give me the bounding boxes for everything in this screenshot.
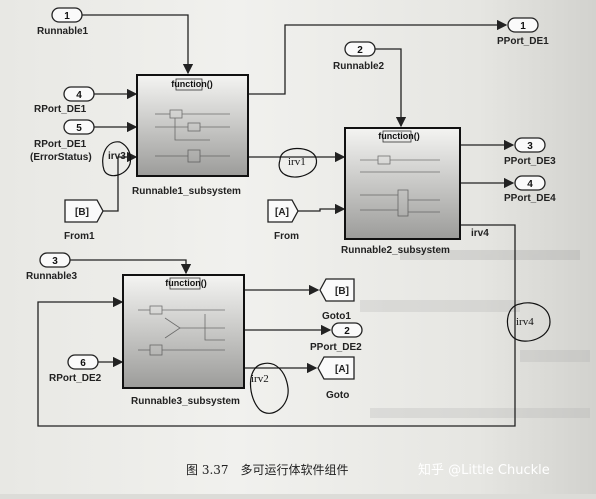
port-label: RPort_DE1 xyxy=(34,104,87,115)
port-label: Runnable3 xyxy=(26,271,78,282)
watermark: 知乎 @Little Chuckle xyxy=(418,462,550,478)
port-pport-de1: 1 PPort_DE1 xyxy=(497,17,549,47)
port-number: 2 xyxy=(344,326,350,337)
port-runnable3: 3 Runnable3 xyxy=(26,252,78,282)
tag-label: [A] xyxy=(335,364,349,375)
port-pport-de3: 3 PPort_DE3 xyxy=(504,137,556,167)
port-number: 4 xyxy=(527,179,533,190)
port-number: 4 xyxy=(76,90,82,101)
subsystem-label: Runnable1_subsystem xyxy=(132,186,241,197)
figure-caption: 图 3.37 多可运行体软件组件 xyxy=(186,463,349,477)
bleed-through-text xyxy=(360,250,590,418)
port-number: 3 xyxy=(527,141,533,152)
runnable2-subsystem: function() Runnable2_subsystem xyxy=(341,127,461,256)
port-label: RPort_DE1 xyxy=(34,139,87,150)
irv1-annotation: irv1 xyxy=(278,147,318,178)
signal-label: irv1 xyxy=(288,156,306,168)
tag-label: [B] xyxy=(75,207,89,218)
goto-block: [A] Goto xyxy=(317,356,355,401)
port-label-sub: (ErrorStatus) xyxy=(30,152,92,163)
block-label: From xyxy=(274,231,299,242)
port-label: Runnable1 xyxy=(37,26,89,37)
subsystem-inner-icon xyxy=(138,305,225,356)
subsystem-label: Runnable3_subsystem xyxy=(131,396,240,407)
port-runnable1: 1 Runnable1 xyxy=(37,7,89,37)
block-label: Goto1 xyxy=(322,311,351,322)
port-number: 1 xyxy=(520,21,526,32)
port-rport-de1-errorstatus: 5 RPort_DE1 (ErrorStatus) xyxy=(30,119,95,163)
port-label: PPort_DE3 xyxy=(504,156,556,167)
irv2-annotation: irv2 xyxy=(249,362,289,414)
block-label: Goto xyxy=(326,390,349,401)
irv4-hand-annotation: irv4 xyxy=(506,302,551,342)
tag-label: [B] xyxy=(335,286,349,297)
subsystem-inner-icon xyxy=(155,109,230,163)
port-rport-de2: 6 RPort_DE2 xyxy=(49,354,102,384)
irv4-label: irv4 xyxy=(471,228,489,239)
signal-label: irv3 xyxy=(108,151,126,162)
signal-label: irv4 xyxy=(516,316,534,328)
signal-label: irv2 xyxy=(251,373,269,385)
port-number: 2 xyxy=(357,45,363,56)
runnable3-subsystem: function() Runnable3_subsystem xyxy=(122,274,245,407)
signal-label: irv4 xyxy=(471,228,489,239)
port-label: PPort_DE4 xyxy=(504,193,556,204)
subsystem-label: Runnable2_subsystem xyxy=(341,245,450,256)
tag-label: [A] xyxy=(275,207,289,218)
port-label: RPort_DE2 xyxy=(49,373,102,384)
goto1-block: [B] Goto1 xyxy=(319,278,355,322)
block-label: From1 xyxy=(64,231,95,242)
subsystem-inner-icon xyxy=(360,155,440,217)
port-number: 6 xyxy=(80,358,86,369)
port-number: 3 xyxy=(52,256,58,267)
runnable1-subsystem: function() Runnable1_subsystem xyxy=(132,74,249,197)
port-label: PPort_DE2 xyxy=(310,342,362,353)
port-label: PPort_DE1 xyxy=(497,36,549,47)
port-runnable2: 2 Runnable2 xyxy=(333,41,385,72)
port-pport-de2: 2 PPort_DE2 xyxy=(310,322,363,353)
port-pport-de4: 4 PPort_DE4 xyxy=(504,175,556,204)
subsystem-title: function() xyxy=(378,131,419,141)
port-rport-de1: 4 RPort_DE1 xyxy=(34,86,95,115)
irv3-annotation: irv3 xyxy=(102,141,132,177)
port-number: 5 xyxy=(76,123,82,134)
from-block: [A] From xyxy=(267,199,299,242)
port-label: Runnable2 xyxy=(333,61,385,72)
from1-block: [B] From1 xyxy=(64,199,104,242)
subsystem-title: function() xyxy=(165,278,206,288)
port-number: 1 xyxy=(64,11,70,22)
subsystem-title: function() xyxy=(171,79,212,89)
signal-wires xyxy=(37,14,516,427)
